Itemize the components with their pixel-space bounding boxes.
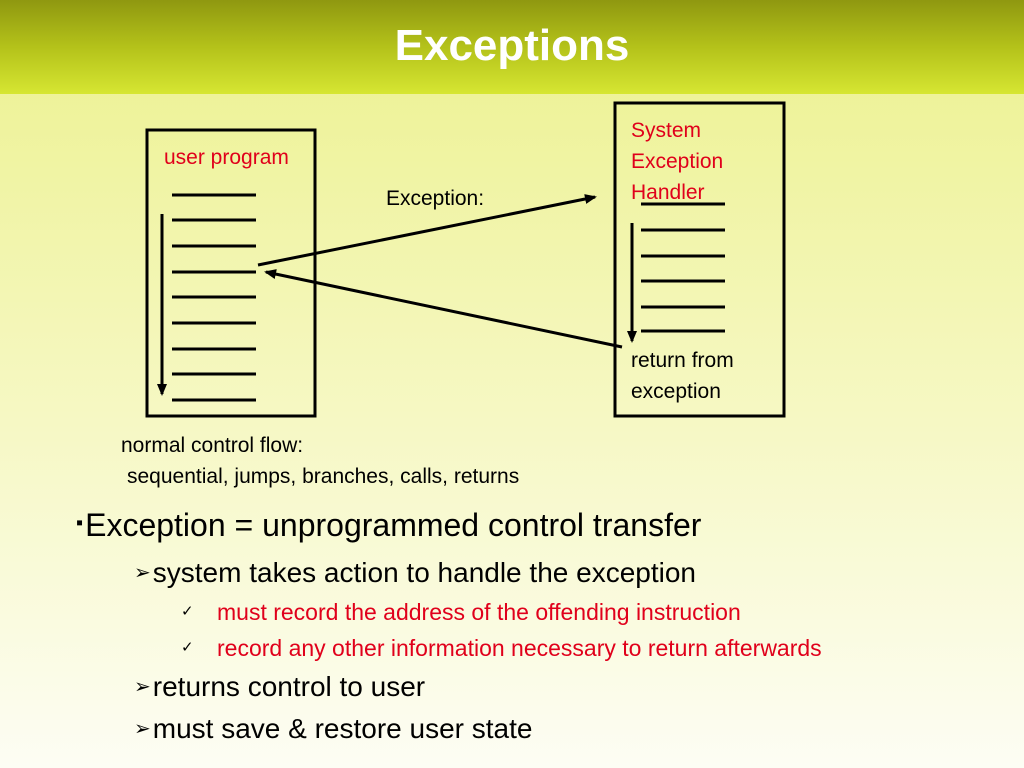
sub-bullet-1-text: system takes action to handle the except…: [152, 557, 696, 588]
main-bullet-text: Exception = unprogrammed control transfe…: [85, 507, 702, 543]
exception-label: Exception:: [386, 187, 485, 210]
sub-sub-bullet-2-text: record any other information necessary t…: [217, 635, 822, 661]
title-bar: [0, 0, 1024, 94]
handler-label-line-3: Handler: [631, 181, 705, 204]
exception-transfer-arrow: [257, 194, 597, 267]
sub-sub-bullet-1: ✓ must record the address of the offendin…: [181, 595, 741, 629]
exception-handler-box: [613, 101, 786, 418]
slide-title: Exceptions: [394, 21, 630, 70]
sub-bullet-1: ➢system takes action to handle the excep…: [134, 553, 696, 593]
arrow-bullet-icon: ➢: [134, 676, 151, 698]
return-transfer-arrow: [264, 269, 623, 349]
main-bullet: ▪Exception = unprogrammed control transf…: [76, 500, 701, 548]
return-label-line-1: return from: [631, 349, 734, 372]
handler-label-line-2: Exception: [631, 150, 724, 173]
handler-instruction-lines: [641, 202, 725, 333]
handler-label-line-1: System: [631, 119, 702, 142]
check-icon: ✓: [181, 639, 194, 656]
sub-bullet-2: ➢returns control to user: [134, 667, 425, 707]
normal-flow-label-line-1: normal control flow:: [121, 434, 304, 457]
arrow-bullet-icon: ➢: [134, 718, 151, 740]
square-bullet-icon: ▪: [76, 512, 84, 534]
user-program-instruction-lines: [172, 193, 256, 402]
sub-sub-bullet-1-text: must record the address of the offending…: [217, 599, 741, 625]
sub-bullet-2-text: returns control to user: [152, 671, 426, 702]
sub-bullet-3-text: must save & restore user state: [152, 713, 533, 744]
check-icon: ✓: [181, 603, 194, 620]
sub-sub-bullet-2: ✓ record any other information necessary …: [181, 631, 822, 665]
sub-bullet-3: ➢must save & restore user state: [134, 709, 532, 749]
user-program-box: [145, 128, 317, 418]
arrow-bullet-icon: ➢: [134, 562, 151, 584]
normal-flow-label-line-2: sequential, jumps, branches, calls, retu…: [127, 465, 520, 488]
return-label-line-2: exception: [631, 380, 721, 403]
user-program-label: user program: [164, 146, 289, 169]
